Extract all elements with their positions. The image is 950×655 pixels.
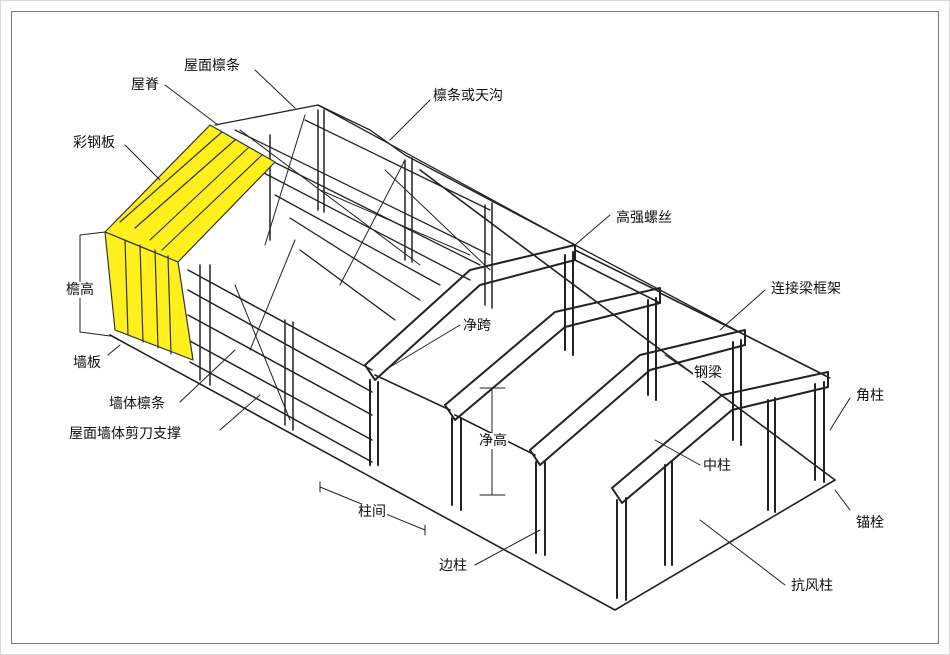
label-corner-column: 角柱 — [855, 388, 885, 404]
roof-purlins — [214, 104, 831, 379]
label-roof-wall-bracing: 屋面墙体剪刀支撑 — [68, 426, 182, 442]
label-tie-beam-frame: 连接梁框架 — [770, 281, 842, 297]
label-hs-bolt: 高强螺丝 — [615, 210, 673, 226]
label-clear-height: 净高 — [478, 433, 508, 449]
label-wall-purlin: 墙体檩条 — [108, 396, 166, 412]
frame-3 — [529, 329, 746, 556]
color-steel-plate — [104, 124, 276, 361]
back-gable — [269, 109, 493, 309]
frame-1 — [364, 244, 576, 466]
floor-outline — [109, 169, 836, 611]
label-side-column: 边柱 — [438, 558, 468, 574]
roof-x-bracing — [234, 114, 491, 421]
label-color-steel-plate: 彩钢板 — [72, 135, 116, 151]
label-eave-height: 檐高 — [65, 282, 95, 298]
leader-lines — [107, 69, 851, 586]
frame-4 — [611, 371, 829, 601]
label-ridge: 屋脊 — [130, 77, 160, 93]
label-column-spacing: 柱间 — [357, 504, 387, 520]
side-wall — [187, 264, 373, 463]
label-roof-purlin: 屋面檩条 — [183, 58, 241, 74]
label-purlin-or-gutter: 檩条或天沟 — [432, 88, 504, 104]
label-wall-panel: 墙板 — [72, 355, 102, 371]
label-anchor-bolt: 锚栓 — [855, 515, 885, 531]
label-steel-beam: 钢梁 — [693, 365, 723, 381]
label-clear-span: 净跨 — [462, 318, 492, 334]
label-middle-column: 中柱 — [702, 458, 732, 474]
label-wind-column: 抗风柱 — [790, 578, 834, 594]
